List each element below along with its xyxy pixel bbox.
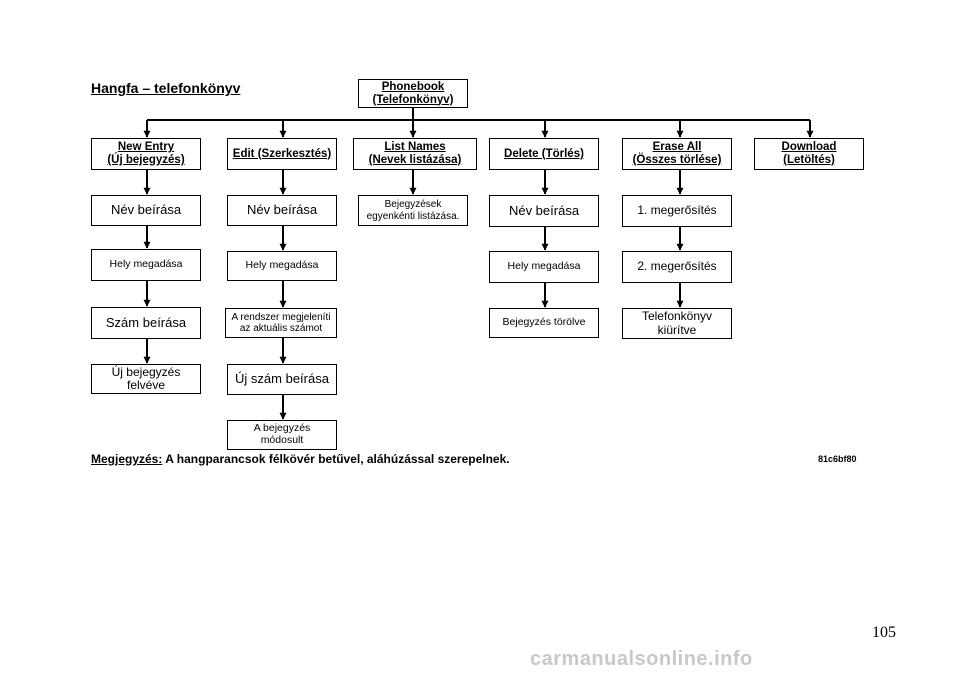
step-erase-all-2: 2. megerősítés — [622, 251, 732, 283]
step-edit-2: Hely megadása — [227, 251, 337, 281]
node-label: Phonebook — [381, 80, 445, 93]
step-new-entry-4: Új bejegyzés felvéve — [91, 364, 201, 394]
node-label: Név beírása — [246, 202, 318, 218]
step-new-entry-2: Hely megadása — [91, 249, 201, 281]
node-label: List Names — [384, 141, 446, 154]
node-label: Download — [781, 141, 837, 154]
figure-code: 81c6bf80 — [818, 454, 857, 464]
node-label: Bejegyzés törölve — [502, 316, 586, 329]
node-label: Delete (Törlés) — [504, 147, 584, 160]
header-delete: Delete (Törlés) — [489, 138, 599, 170]
node-label: felvéve — [126, 378, 166, 392]
node-label: Bejegyzések — [384, 199, 442, 211]
node-label: A bejegyzés — [253, 422, 311, 435]
header-new-entry: New Entry (Új bejegyzés) — [91, 138, 201, 170]
header-download: Download (Letöltés) — [754, 138, 864, 170]
node-label: Új szám beírása — [235, 371, 329, 387]
watermark: carmanualsonline.info — [530, 648, 753, 670]
footnote-label: Megjegyzés: — [91, 452, 163, 466]
step-edit-1: Név beírása — [227, 195, 337, 226]
header-list-names: List Names (Nevek listázása) — [353, 138, 477, 170]
node-label: Edit (Szerkesztés) — [232, 147, 332, 160]
step-delete-1: Név beírása — [489, 195, 599, 227]
step-erase-all-3: Telefonkönyv kiürítve — [622, 308, 732, 339]
node-label: módosult — [260, 434, 304, 446]
node-label: Erase All — [652, 141, 702, 154]
step-erase-all-1: 1. megerősítés — [622, 195, 732, 227]
node-label: Név beírása — [508, 202, 580, 218]
node-label: Név beírása — [110, 202, 182, 218]
step-edit-3: A rendszer megjeleníti az aktuális számo… — [225, 308, 337, 338]
node-label: az aktuális számot — [239, 323, 323, 334]
node-label: A rendszer megjeleníti — [231, 311, 331, 323]
node-label: Hely megadása — [109, 258, 183, 271]
node-label: Hely megadása — [507, 260, 581, 273]
diagram-title: Hangfa – telefonkönyv — [91, 80, 241, 96]
node-label: 2. megerősítés — [637, 259, 717, 274]
node-label: egyenkénti listázása. — [366, 210, 460, 222]
step-edit-5: A bejegyzés módosult — [227, 420, 337, 450]
node-label: New Entry — [117, 141, 175, 154]
header-edit: Edit (Szerkesztés) — [227, 138, 337, 170]
step-list-names-1: Bejegyzések egyenkénti listázása. — [358, 195, 468, 226]
step-delete-2: Hely megadása — [489, 251, 599, 283]
step-delete-3: Bejegyzés törölve — [489, 308, 599, 338]
node-label: (Letöltés) — [783, 154, 835, 166]
step-edit-4: Új szám beírása — [227, 364, 337, 395]
node-label: Szám beírása — [105, 314, 187, 330]
node-label: kiürítve — [657, 322, 697, 337]
phonebook-root-node: Phonebook (Telefonkönyv) — [358, 79, 468, 108]
node-label: Telefonkönyv — [641, 309, 713, 324]
footnote: Megjegyzés: A hangparancsok félkövér bet… — [91, 452, 510, 466]
footnote-text: A hangparancsok félkövér betűvel, aláhúz… — [162, 452, 510, 466]
node-label: (Nevek listázása) — [368, 154, 462, 166]
step-new-entry-3: Szám beírása — [91, 307, 201, 339]
node-label: Új bejegyzés — [111, 364, 181, 379]
page-number: 105 — [872, 624, 896, 641]
node-label: (Új bejegyzés) — [107, 154, 185, 166]
node-label: (Telefonkönyv) — [372, 93, 454, 106]
step-new-entry-1: Név beírása — [91, 195, 201, 226]
node-label: 1. megerősítés — [637, 203, 717, 218]
node-label: Hely megadása — [245, 259, 319, 272]
header-erase-all: Erase All (Összes törlése) — [622, 138, 732, 170]
node-label: (Összes törlése) — [632, 154, 722, 166]
